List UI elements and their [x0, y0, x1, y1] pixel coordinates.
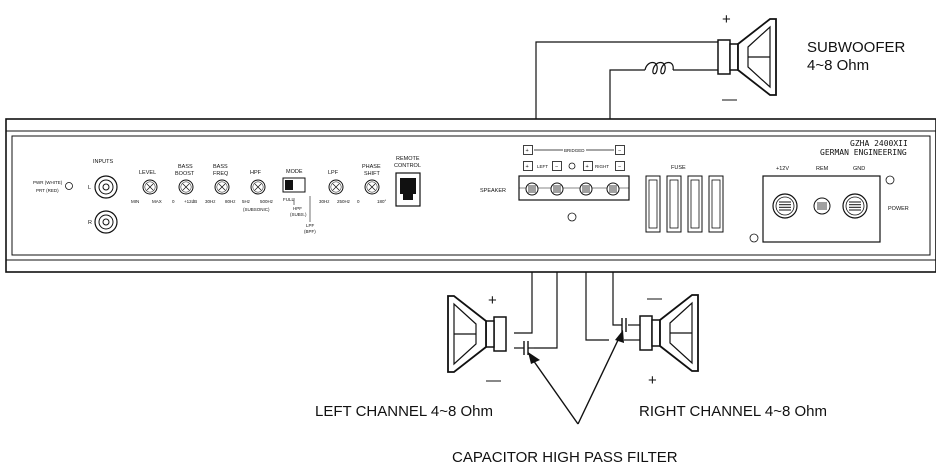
remote-label-1: REMOTE	[396, 156, 420, 162]
left-speaker-plus: +	[488, 292, 497, 309]
power-12v-label: +12V	[776, 166, 789, 172]
svg-text:+: +	[526, 164, 529, 170]
bass-boost-min: 0	[172, 199, 175, 204]
terminal-gnd[interactable]	[842, 193, 868, 219]
subwoofer-impedance: 4~8 Ohm	[807, 57, 869, 74]
terminal-mount-screw	[567, 212, 577, 222]
mode-hpf-2: (SUBS.)	[290, 212, 307, 217]
mode-switch[interactable]	[282, 177, 306, 193]
mode-lpf-2: (BPF)	[304, 229, 316, 234]
subwoofer-speaker: + —	[717, 11, 777, 108]
right-label: RIGHT	[595, 164, 609, 169]
amplifier: GZHA 2400XII GERMAN ENGINEERING PWR (WHI…	[5, 118, 936, 273]
status-led	[65, 182, 73, 190]
mode-label: MODE	[286, 169, 303, 175]
phase-label-2: SHIFT	[364, 171, 381, 177]
left-speaker: + —	[447, 292, 507, 389]
bass-boost-label-2: BOOST	[175, 171, 195, 177]
fuse-holder	[645, 175, 724, 233]
svg-text:+: +	[526, 148, 529, 154]
lpf-knob[interactable]	[328, 179, 344, 195]
right-speaker-minus: —	[647, 290, 662, 307]
lpf-max: 250Hz	[337, 199, 351, 204]
subwoofer-plus: +	[722, 11, 731, 28]
phase-max: 180°	[377, 199, 387, 204]
phase-label-1: PHASE	[362, 164, 381, 170]
hpf-max: 500Hz	[260, 199, 274, 204]
rca-input-right[interactable]	[94, 210, 118, 234]
bridged-label: BRIDGED	[564, 148, 585, 153]
remote-control-jack[interactable]	[395, 172, 421, 207]
hpf-label: HPF	[250, 170, 262, 176]
right-speaker-plus: +	[648, 372, 657, 389]
left-channel-label: LEFT CHANNEL 4~8 Ohm	[315, 403, 493, 420]
mode-hpf-1: HPF	[293, 206, 302, 211]
hpf-min: 5Hz	[242, 199, 251, 204]
mode-lpf-1: LPF	[306, 223, 315, 228]
terminal-right-positive[interactable]	[579, 182, 593, 196]
terminal-rem[interactable]	[813, 197, 831, 215]
amp-model: GZHA 2400XII	[850, 139, 908, 148]
power-label: POWER	[888, 206, 909, 212]
left-label: LEFT	[537, 164, 548, 169]
bass-freq-label-1: BASS	[213, 164, 228, 170]
terminal-left-negative[interactable]	[550, 182, 564, 196]
bass-freq-knob[interactable]	[214, 179, 230, 195]
right-channel-label: RIGHT CHANNEL 4~8 Ohm	[639, 403, 827, 420]
capacitor-left	[523, 341, 534, 355]
terminal-12v[interactable]	[772, 193, 798, 219]
bass-freq-min: 30Hz	[205, 199, 216, 204]
hpf-note: (SUBSONIC)	[243, 207, 270, 212]
bass-boost-knob[interactable]	[178, 179, 194, 195]
svg-text:+: +	[586, 164, 589, 170]
terminal-left-positive[interactable]	[525, 182, 539, 196]
power-mount-screw-right	[885, 175, 895, 185]
input-r-label: R	[88, 220, 92, 226]
level-label: LEVEL	[139, 170, 156, 176]
bass-boost-max: +12dB	[184, 199, 197, 204]
capacitor-filter-label: CAPACITOR HIGH PASS FILTER	[452, 449, 678, 466]
level-max: MAX	[152, 199, 162, 204]
speaker-label: SPEAKER	[480, 188, 506, 194]
level-min: MIN	[131, 199, 139, 204]
svg-text:−: −	[618, 164, 621, 170]
subwoofer-title: SUBWOOFER	[807, 39, 906, 56]
lpf-label: LPF	[328, 170, 339, 176]
input-l-label: L	[88, 185, 91, 191]
power-mount-screw-left	[749, 233, 759, 243]
svg-text:−: −	[555, 164, 558, 170]
power-rem-label: REM	[816, 166, 829, 172]
right-speaker: — +	[639, 290, 699, 389]
fuse-label: FUSE	[671, 165, 686, 171]
hpf-knob[interactable]	[250, 179, 266, 195]
subwoofer-minus: —	[722, 91, 737, 108]
bass-freq-label-2: FREQ	[213, 171, 229, 177]
speaker-terminal-block: + BRIDGED − + LEFT − + RIGHT − SPEAKER	[480, 145, 630, 222]
inputs-label: INPUTS	[93, 159, 114, 165]
filter-pointer-arrows	[528, 330, 624, 425]
mode-full: FULL	[283, 197, 295, 202]
inductor-coil	[644, 61, 674, 75]
bass-freq-max: 80Hz	[225, 199, 236, 204]
phase-min: 0	[357, 199, 360, 204]
bass-boost-label-1: BASS	[178, 164, 193, 170]
power-gnd-label: GND	[853, 166, 865, 172]
level-knob[interactable]	[142, 179, 158, 195]
svg-text:−: −	[618, 148, 621, 154]
terminal-right-negative[interactable]	[606, 182, 620, 196]
prt-led-label: PRT (RED)	[36, 188, 59, 193]
capacitor-right	[621, 318, 627, 332]
phase-shift-knob[interactable]	[364, 179, 380, 195]
left-speaker-minus: —	[486, 372, 501, 389]
amp-brand: GERMAN ENGINEERING	[820, 148, 907, 157]
rca-input-left[interactable]	[94, 175, 118, 199]
pwr-led-label: PWR (WHITE)	[33, 180, 63, 185]
remote-label-2: CONTROL	[394, 163, 421, 169]
lpf-min: 30Hz	[319, 199, 330, 204]
